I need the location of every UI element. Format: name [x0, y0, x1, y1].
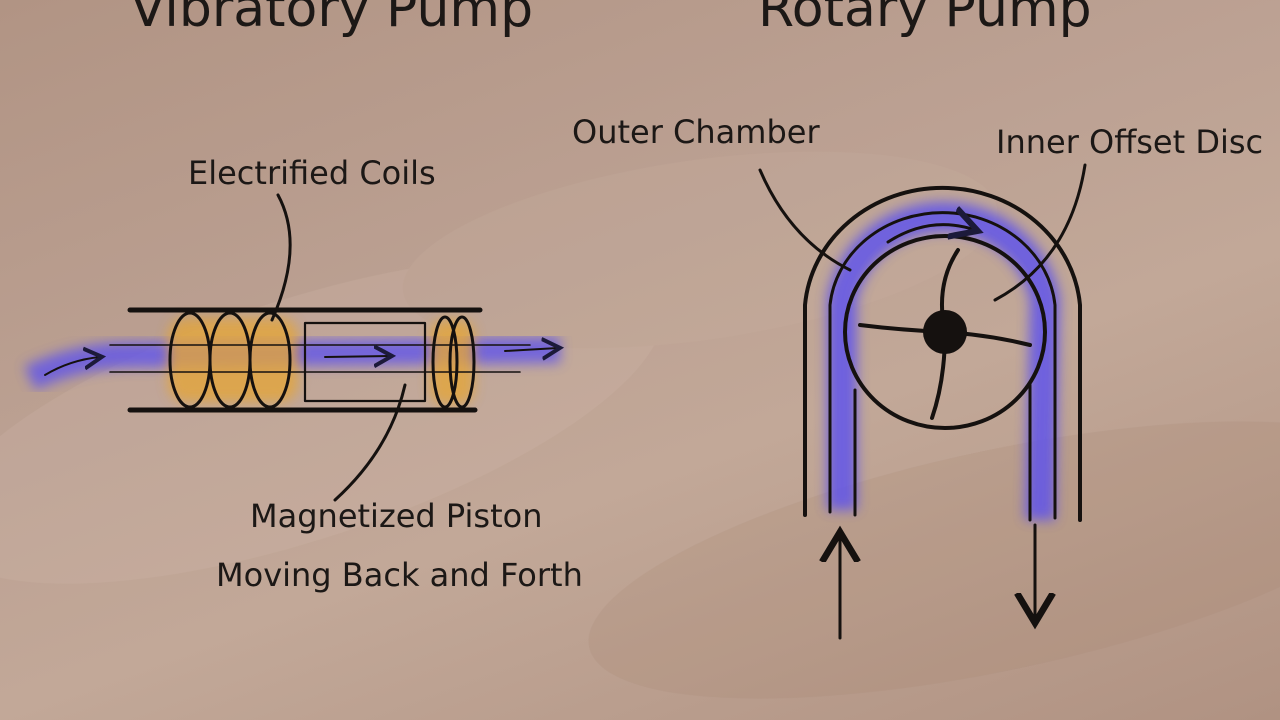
leader-magnetized-piston — [333, 383, 407, 502]
label-electrified-coils: Electrified Coils — [188, 154, 436, 192]
flow-arrow-out — [504, 348, 558, 351]
label-moving-back-and-forth: Moving Back and Forth — [216, 556, 583, 594]
flow-arrow-middle — [324, 356, 390, 357]
inner-offset-disc — [843, 234, 1047, 430]
label-inner-offset-disc: Inner Offset Disc — [996, 123, 1263, 161]
outer-chamber-outer-wall — [803, 185, 1082, 522]
magnetized-piston — [303, 321, 427, 403]
coil-glow — [168, 318, 474, 404]
water-flow-rotary — [827, 202, 1061, 521]
title-rotary-pump: Rotary Pump — [758, 0, 1092, 39]
vibratory-pump — [24, 193, 560, 502]
background-texture — [0, 151, 1280, 699]
title-vibratory-pump: Vibratory Pump — [130, 0, 533, 39]
flow-arrow-in — [44, 357, 100, 376]
rotary-pump — [758, 163, 1087, 640]
flow-arrow-chamber — [886, 225, 975, 244]
leader-inner-offset-disc — [993, 163, 1087, 302]
label-magnetized-piston: Magnetized Piston — [250, 497, 542, 535]
rotor-hub — [923, 310, 967, 354]
leader-electrified-coils — [270, 193, 292, 322]
electrified-coils — [168, 311, 476, 409]
leader-outer-chamber — [758, 168, 852, 272]
label-outer-chamber: Outer Chamber — [572, 113, 820, 151]
